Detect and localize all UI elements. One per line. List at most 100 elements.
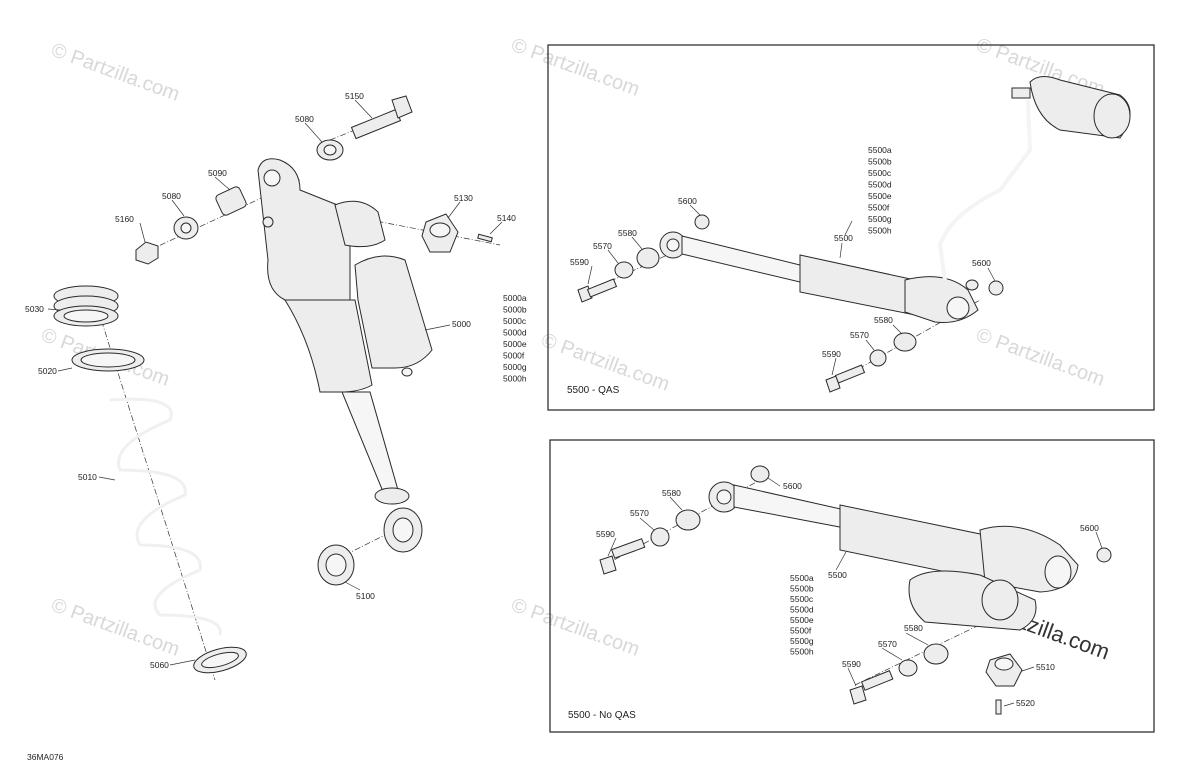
watermark: © Partzilla.com: [508, 34, 642, 101]
label-5570: 5570: [630, 508, 649, 518]
label-5590: 5590: [570, 257, 589, 267]
variant-label: 5000h: [503, 374, 527, 384]
bushing-5100: [317, 544, 355, 586]
bushing-5600-d: [1096, 547, 1112, 563]
label-5130: 5130: [454, 193, 473, 203]
variant-label: 5000d: [503, 328, 527, 338]
label-5100: 5100: [356, 591, 375, 601]
label-5020: 5020: [38, 366, 57, 376]
spacer-5570-c: [650, 527, 670, 547]
label-5060: 5060: [150, 660, 169, 670]
variant-label: 5000f: [503, 351, 525, 361]
bushing-5580-a: [636, 247, 660, 269]
label-5500: 5500: [834, 233, 853, 243]
bolt-5590-b: [825, 364, 866, 393]
bolt-5590-c: [599, 538, 646, 575]
variant-label: 5500b: [868, 157, 892, 167]
variant-label: 5000a: [503, 293, 527, 303]
bushing-5580-c: [675, 509, 701, 531]
screw-5520: [995, 699, 1002, 715]
variant-label: 5000g: [503, 362, 527, 372]
variant-label: 5000b: [503, 305, 527, 315]
variant-label: 5500h: [868, 226, 892, 236]
label-5570: 5570: [593, 241, 612, 251]
variant-label: 5500a: [868, 145, 892, 155]
spring-5010: [109, 397, 222, 636]
label-5590: 5590: [842, 659, 861, 669]
clip-5060: [193, 646, 247, 674]
no-qas-caption: 5500 - No QAS: [568, 710, 636, 721]
preload-ring-5030: [53, 285, 119, 327]
label-5080: 5080: [295, 114, 314, 124]
label-5510: 5510: [1036, 662, 1055, 672]
variant-label: 5000c: [503, 316, 527, 326]
label-5080: 5080: [162, 191, 181, 201]
watermark: © Partzilla.com: [508, 594, 642, 661]
qas-box: 5590 5570 5580 5600 5500 5600 5580 5570 …: [547, 44, 1155, 411]
label-5000: 5000: [452, 319, 471, 329]
variant-label: 5500f: [868, 203, 890, 213]
label-5030: 5030: [25, 304, 44, 314]
bushing-5600-a: [694, 214, 710, 230]
label-5580: 5580: [904, 623, 923, 633]
variant-label: 5500f: [790, 626, 812, 636]
watermark: © Partzilla.com: [48, 594, 182, 661]
variant-label: 5500g: [868, 214, 892, 224]
variant-label: 5000e: [503, 339, 527, 349]
bushing-5580-b: [893, 332, 917, 352]
bolt-5150: [350, 95, 413, 140]
qas-caption: 5500 - QAS: [567, 385, 620, 396]
no-qas-frame: [549, 439, 1155, 733]
bushing-5580-d: [923, 643, 949, 665]
spacer-5090: [215, 186, 247, 216]
label-5160: 5160: [115, 214, 134, 224]
label-5140: 5140: [497, 213, 516, 223]
label-5600: 5600: [678, 196, 697, 206]
variant-label: 5500c: [790, 594, 814, 604]
bolt-5590-d: [849, 670, 894, 705]
spacer-5570-d: [898, 659, 918, 677]
bushing-5600-c: [750, 465, 770, 483]
variant-label: 5500e: [790, 615, 814, 625]
spacer-5570-a: [614, 261, 634, 279]
knob-5510: [985, 653, 1023, 687]
label-5580: 5580: [618, 228, 637, 238]
variant-label: 5500c: [868, 168, 892, 178]
label-5150: 5150: [345, 91, 364, 101]
shock-5500-qas: [659, 76, 1131, 323]
label-5580: 5580: [662, 488, 681, 498]
label-5500: 5500: [828, 570, 847, 580]
label-5090: 5090: [208, 168, 227, 178]
bushing-5080-left: [173, 216, 199, 240]
variant-label: 5500e: [868, 191, 892, 201]
spacer-5570-b: [869, 349, 887, 367]
watermark: © Partzilla.com: [973, 324, 1107, 391]
no-qas-box: 5590 5570 5580 5600 5500 5600 5580 5570 …: [549, 439, 1155, 733]
variant-label: 5500d: [868, 180, 892, 190]
label-5010: 5010: [78, 472, 97, 482]
left-shock-assembly: 5150 5080 5090 5080 5160 5130 5140 5030 …: [25, 91, 527, 681]
shock-5000: [257, 158, 493, 553]
bushing-5080-top: [316, 139, 344, 161]
label-5590: 5590: [822, 349, 841, 359]
shock-5500-noqas: [708, 481, 1079, 631]
watermark: © Partzilla.com: [48, 39, 182, 106]
label-5600: 5600: [783, 481, 802, 491]
label-5570: 5570: [850, 330, 869, 340]
label-5520: 5520: [1016, 698, 1035, 708]
label-5600: 5600: [1080, 523, 1099, 533]
bolt-5590-a: [577, 278, 618, 303]
label-5590: 5590: [596, 529, 615, 539]
diagram-code: 36MA076: [27, 752, 64, 762]
label-5600: 5600: [972, 258, 991, 268]
variant-label: 5500a: [790, 573, 814, 583]
label-5570: 5570: [878, 639, 897, 649]
qas-frame: [547, 44, 1155, 411]
spring-seat-5020: [71, 348, 145, 372]
variant-label: 5500d: [790, 605, 814, 615]
bushing-5600-b: [988, 280, 1004, 296]
